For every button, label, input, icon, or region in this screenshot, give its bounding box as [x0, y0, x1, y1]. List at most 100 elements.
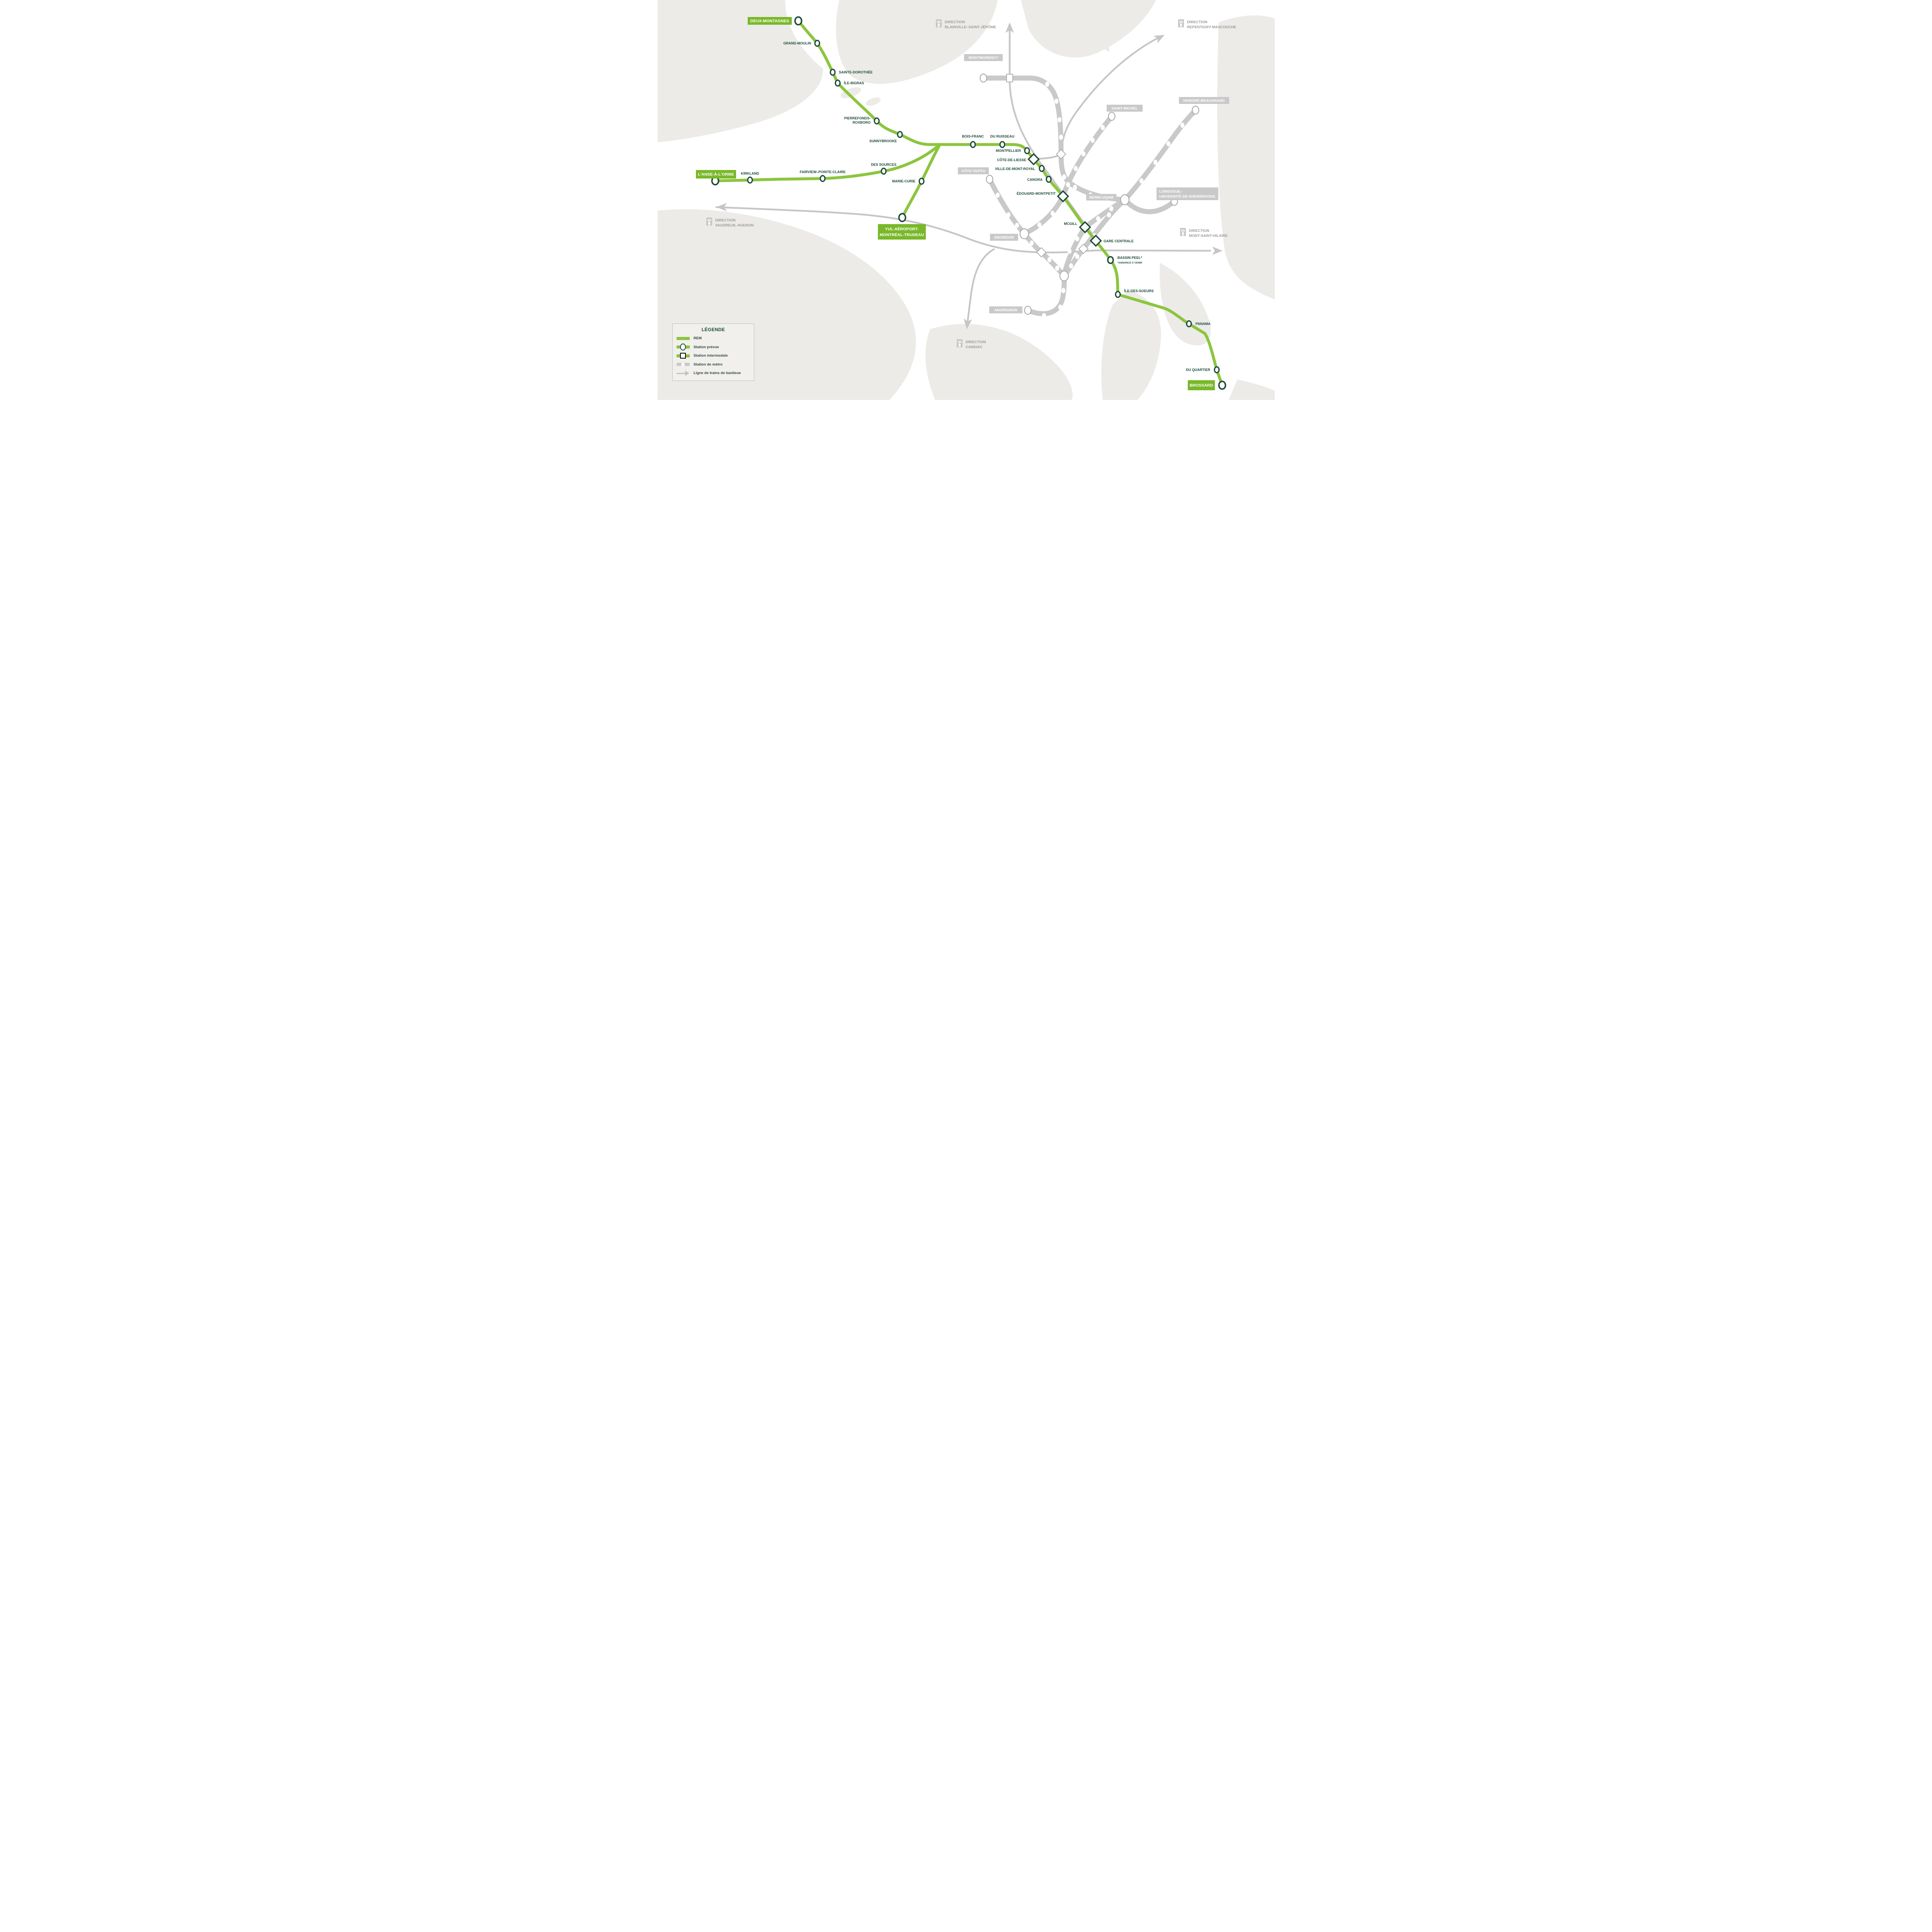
- metro-station-oval: [1073, 166, 1078, 171]
- metro-station-oval: [1073, 185, 1077, 190]
- land-mass: [1101, 291, 1161, 400]
- commuter-line-candiac: [966, 248, 995, 327]
- station-label-grand-moulin: GRAND-MOULIN: [783, 41, 811, 45]
- train-icon-mont-saint-hilaire: [1180, 228, 1186, 236]
- rem-station-pierrefonds-roxboro: [873, 117, 880, 125]
- metro-box-label-longueuil-universite-de-sherbrooke: LONGUEUIL-: [1159, 190, 1182, 194]
- rem-station-montpellier: [1024, 147, 1030, 155]
- station-label-ile-bigras: ÎLE-BIGRAS: [844, 81, 864, 85]
- metro-station-oval: [1107, 212, 1111, 218]
- commuter-arrowhead: [963, 318, 972, 329]
- metro-box-cote-vertu: [957, 167, 989, 174]
- metro-station-oval: [1062, 174, 1066, 180]
- metro-terminus-honore-beaugrand: [1191, 105, 1199, 115]
- train-icon-part: [1179, 20, 1183, 22]
- train-icon-vaudreuil-hudson: [706, 218, 712, 226]
- terminus-box-label-deux-montagnes: DEUX-MONTAGNES: [750, 19, 789, 24]
- metro-station-oval: [1139, 178, 1143, 184]
- station-label-marie-curie: MARIE-CURIE: [892, 179, 915, 183]
- metro-box-label-berri-uqam: BERRI-UQAM: [1089, 196, 1113, 200]
- legend-item-trains-banlieue: Ligne de trains de banlieue: [676, 370, 750, 376]
- metro-box-label-honore-beaugrand: HONORÉ-BEAUGRAND: [1183, 99, 1225, 103]
- train-icon-part: [1179, 26, 1182, 27]
- metro-box-longueuil-universite-de-sherbrooke: [1156, 187, 1218, 200]
- train-icon-part: [958, 346, 961, 347]
- metro-terminus-cote-vertu: [985, 175, 993, 184]
- metro-station-oval: [1047, 257, 1051, 262]
- rem-station-sainte-dorothee: [829, 68, 836, 76]
- station-label-du-ruisseau: DU RUISSEAU: [990, 134, 1014, 138]
- direction-label-mont-saint-hilaire: DIRECTION: [1189, 229, 1209, 233]
- rem-terminus-brossard: [1218, 381, 1226, 390]
- direction-label-vaudreuil-hudson: DIRECTION: [715, 218, 736, 223]
- commuter-arrowhead: [1212, 247, 1223, 255]
- train-icon-part: [937, 26, 940, 27]
- train-icon-blainville-saint-jerome: [935, 19, 942, 27]
- metro-box-montmorency: [964, 54, 1003, 61]
- station-label-fairview-pointe-claire: FAIRVIEW–POINTE-CLAIRE: [799, 170, 845, 174]
- rem-station-intermodale-mcgill: [1078, 221, 1091, 233]
- rem-terminus-deux-montagnes: [794, 16, 802, 26]
- train-icon-part: [1179, 22, 1182, 26]
- metro-station-oval: [1090, 138, 1095, 143]
- commuter-arrowhead: [1005, 22, 1014, 33]
- metro-station-oval: [1054, 99, 1058, 104]
- direction-label-blainville-saint-jerome: DIRECTION: [945, 20, 965, 24]
- metro-station-oval: [1100, 125, 1105, 130]
- metro-intermodal-diamond-ahuntsic-crossing: [1056, 149, 1066, 160]
- rem-station-marie-curie: [918, 177, 925, 185]
- train-icon-part: [937, 22, 940, 23]
- metro-box-label-angrignon: ANGRIGNON: [994, 308, 1017, 313]
- metro-station-oval: [1067, 248, 1071, 254]
- metro-terminus-angrignon: [1024, 306, 1032, 315]
- terminus-box-label-yul-aeroport: MONTRÉAL-TRUDEAU: [879, 232, 924, 237]
- train-icon-candiac: [956, 339, 963, 347]
- train-icon-part: [1181, 231, 1184, 235]
- train-icon-part: [707, 224, 711, 225]
- train-icon-part: [936, 20, 941, 22]
- map-canvas: GRAND-MOULIN SAINTE-DOROTHÉE ÎLE-BIGRAS PIE…: [657, 0, 1275, 400]
- commuter-line-vaudreuil-mont-saint-hilaire: [715, 206, 1211, 253]
- land-mass: [1228, 379, 1275, 400]
- metro-box-berri-uqam: [1086, 194, 1116, 201]
- metro-station-oval: [1109, 206, 1113, 211]
- rem-deux-montagnes-brossard: [796, 19, 1224, 387]
- station-label-mcgill: MCGILL: [1064, 222, 1077, 226]
- direction-label-repentigny-mascouche: REPENTIGNY-MASCOUCHE: [1187, 25, 1236, 29]
- station-label-bassin-peel: BASSIN PEEL*: [1117, 256, 1142, 260]
- station-label-kirkland: KIRKLAND: [741, 172, 759, 175]
- metro-station-oval: [1055, 265, 1059, 271]
- terminus-box-label-brossard: BROSSARD: [1189, 383, 1213, 388]
- metro-station-oval: [1050, 211, 1054, 216]
- direction-label-candiac: CANDIAC: [966, 345, 983, 349]
- metro-box-honore-beaugrand: [1179, 97, 1229, 104]
- metro-station-oval: [1075, 236, 1079, 242]
- direction-label-blainville-saint-jerome: BLAINVILLE–SAINT-JÉRÔME: [945, 25, 996, 29]
- station-prevue-icon: [676, 344, 690, 351]
- metro-terminus-saint-michel: [1107, 112, 1116, 121]
- rem-station-fairview-pointe-claire: [819, 175, 826, 182]
- train-icon-part: [707, 220, 711, 221]
- train-icon-part: [1180, 229, 1185, 231]
- station-label-des-sources: DES SOURCES: [871, 163, 896, 167]
- metro-station-oval: [1081, 151, 1085, 156]
- land-mass: [1073, 0, 1110, 52]
- commuter-arrowhead: [716, 203, 727, 211]
- land-island: [840, 87, 861, 99]
- direction-label-mont-saint-hilaire: MONT-SAINT-HILAIRE: [1189, 234, 1228, 238]
- land-mass: [835, 0, 998, 84]
- metro-box-snowdon: [990, 234, 1018, 241]
- terminus-box-yul-aeroport: [878, 224, 926, 240]
- terminus-box-anse-a-lorme: [696, 170, 736, 179]
- land-mass: [1217, 15, 1275, 299]
- commuter-line-mascouche: [1033, 35, 1162, 160]
- rem-station-sunnybrooke: [896, 131, 903, 138]
- station-label-pierrefonds-roxboro: PIERREFONDS-: [844, 116, 870, 120]
- metro-interchange-berri-uqam: [1120, 194, 1129, 206]
- metro-station-oval: [1045, 82, 1049, 87]
- legend-item-station-metro: Station de métro: [676, 361, 750, 367]
- rem-station-panama: [1185, 320, 1192, 328]
- station-label-sainte-dorothee: SAINTE-DOROTHÉE: [839, 70, 872, 74]
- metro-station-oval: [1066, 182, 1070, 187]
- station-label-edouard-montpetit: ÉDOUARD-MONTPETIT: [1017, 192, 1056, 196]
